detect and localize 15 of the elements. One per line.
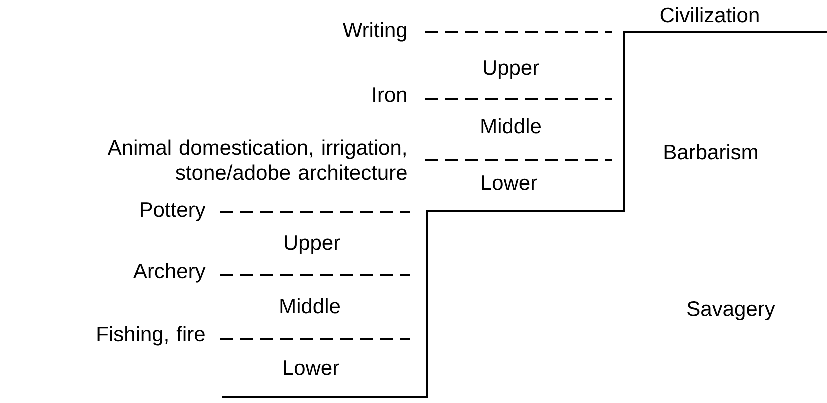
period-label: Middle (482, 118, 541, 134)
event-label: Fishing, fire (98, 326, 205, 346)
period-label: Upper (285, 236, 340, 254)
event-label: Writing (342, 22, 406, 42)
period-label: Middle (280, 298, 340, 314)
period-label: Upper (484, 60, 540, 80)
period-label: Lower (482, 176, 538, 190)
event-label: Iron (374, 88, 406, 102)
event-label: Archery (134, 263, 206, 283)
event-label: Pottery (141, 202, 206, 222)
stage-label: Barbarism (664, 144, 758, 160)
stage-label: Civilization (660, 7, 759, 23)
period-label: Lower (284, 360, 340, 376)
event-label: Animal domestication, irrigation, stone/adobe architecture (108, 140, 407, 180)
stage-label: Savagery (688, 301, 776, 320)
